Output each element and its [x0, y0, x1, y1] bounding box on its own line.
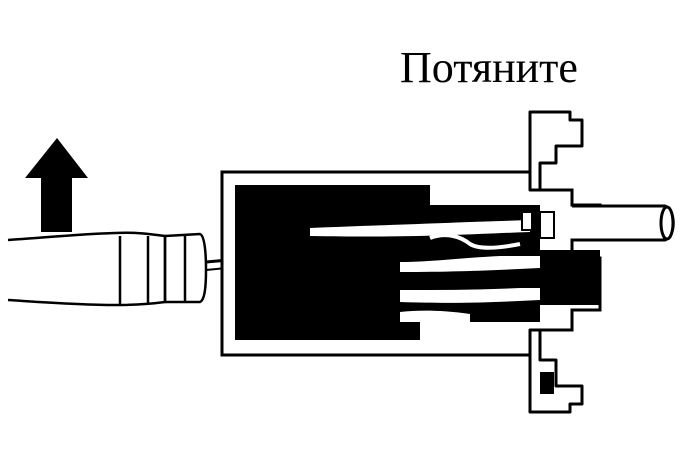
latch-clip-top	[528, 110, 584, 192]
terminal-contact	[429, 233, 521, 250]
pull-direction-arrow-icon	[25, 138, 88, 232]
connector-housing	[220, 170, 602, 357]
pull-caption: Потяните	[400, 43, 578, 92]
screwdriver-handle	[7, 231, 167, 307]
latch-clip-bottom	[528, 328, 584, 414]
screwdriver-collar	[163, 232, 208, 304]
wire	[572, 204, 675, 242]
